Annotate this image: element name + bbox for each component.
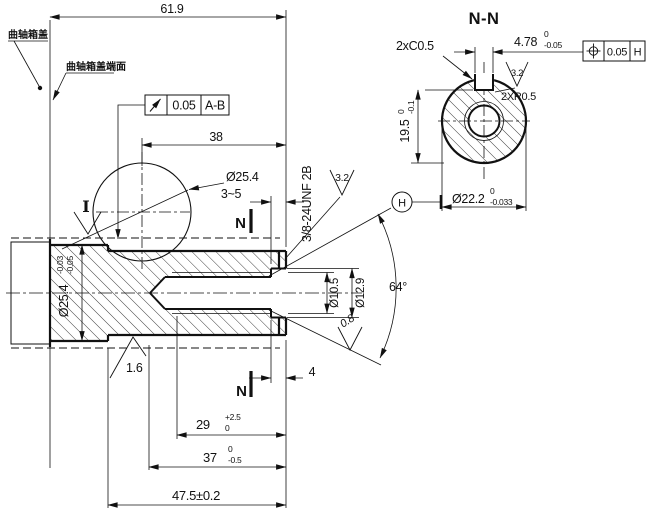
cover-label-leader bbox=[13, 40, 40, 87]
roughness-icon-cone bbox=[337, 326, 363, 351]
dim-29-up: +2.5 bbox=[225, 412, 241, 422]
thread-major-lines bbox=[172, 272, 271, 314]
dia-222-text: Ø22.2 bbox=[452, 192, 485, 206]
cone-ray-lower bbox=[268, 309, 382, 366]
dia-129-text: Ø12.9 bbox=[355, 278, 367, 308]
annotations: 曲轴箱盖 曲轴箱盖端面 61.9 38 Ø25.4 3~5 0.05 A-B N… bbox=[8, 2, 642, 503]
dim-475-text: 47.5±0.2 bbox=[172, 488, 220, 503]
dim-29-text: 29 bbox=[196, 417, 210, 432]
dia-222-up: 0 bbox=[490, 186, 495, 196]
key-width-up: 0 bbox=[544, 29, 549, 39]
section-mark-top: N bbox=[235, 215, 246, 232]
key-depth-lo: -0.1 bbox=[406, 100, 416, 114]
crankcase-cover-label: 曲轴箱盖 bbox=[8, 28, 48, 41]
ext-keydepth bbox=[411, 89, 473, 164]
position-datum-text: H bbox=[634, 47, 642, 59]
key-radius-text: 2XR0.5 bbox=[501, 91, 536, 103]
key-depth-text: 19.5 bbox=[398, 119, 412, 142]
section-mark-bottom: N bbox=[236, 383, 247, 400]
section-title: N-N bbox=[469, 10, 500, 28]
keyway-outline bbox=[474, 74, 494, 91]
thread-leader bbox=[284, 196, 341, 260]
runout-tol-text: 0.05 bbox=[172, 99, 195, 113]
position-tol-text: 0.05 bbox=[607, 47, 627, 59]
body-outline bbox=[108, 249, 288, 337]
boss-diagonal-line bbox=[61, 189, 189, 250]
aux-mark-text: I bbox=[82, 197, 89, 216]
dim-38-text: 38 bbox=[209, 130, 223, 144]
shaft-section-hatch bbox=[50, 245, 286, 341]
dia-105-text: Ø10.5 bbox=[329, 278, 341, 308]
angle-64-text: 64° bbox=[389, 280, 407, 294]
hole-minor-circle bbox=[467, 104, 501, 138]
thread-spec-text: 3/8-24UNF 2B bbox=[300, 166, 314, 242]
circular-runout-icon bbox=[149, 98, 161, 112]
roughness-cone-text: 0.8 bbox=[338, 312, 358, 331]
dim-37-lo: -0.5 bbox=[228, 455, 242, 465]
datum-h-text: H bbox=[398, 198, 406, 210]
hole-major-circle bbox=[464, 101, 504, 141]
ext-dia222 bbox=[441, 126, 527, 211]
roughness-journal-text: 1.6 bbox=[126, 361, 143, 375]
dia-journal-lo: -0.05 bbox=[65, 256, 75, 274]
key-chamfer-text: 2xC0.5 bbox=[396, 39, 434, 53]
dim-35-text: 3~5 bbox=[221, 187, 242, 201]
keyway-mask bbox=[473, 73, 495, 89]
main-view bbox=[6, 10, 443, 508]
cover-label-dot bbox=[37, 85, 43, 91]
dim-37-up: 0 bbox=[228, 444, 233, 454]
cone-ray-upper bbox=[268, 207, 392, 277]
position-frame bbox=[582, 40, 646, 62]
face-label-leader bbox=[52, 72, 67, 101]
dim-29-lo: 0 bbox=[225, 423, 230, 433]
roughness-keyway-text: 3.2 bbox=[511, 68, 523, 79]
runout-leader bbox=[115, 104, 145, 240]
dia-journal-up: -0.03 bbox=[55, 256, 65, 274]
key-chamfer-leader bbox=[442, 55, 473, 80]
dia-222-lo: -0.033 bbox=[490, 197, 513, 207]
key-width-lo: -0.05 bbox=[544, 40, 562, 50]
dim-619-text: 61.9 bbox=[160, 2, 183, 16]
dim-4-text: 4 bbox=[309, 365, 316, 379]
runout-datum-text: A-B bbox=[205, 99, 225, 113]
roughness-thread-text: 3.2 bbox=[335, 172, 349, 184]
key-width-text: 4.78 bbox=[514, 35, 537, 49]
crankcase-cover-face-label: 曲轴箱盖端面 bbox=[66, 60, 126, 73]
dia-boss-text: Ø25.4 bbox=[226, 170, 259, 184]
roughness-icon-thread bbox=[329, 169, 355, 197]
ext-dia129 bbox=[287, 268, 359, 318]
dim-37-text: 37 bbox=[203, 450, 217, 465]
dia-boss-leader bbox=[188, 182, 225, 191]
true-position-icon bbox=[586, 43, 601, 59]
key-depth-up: 0 bbox=[396, 109, 406, 114]
runout-frame bbox=[144, 94, 230, 116]
section-hatch bbox=[442, 74, 526, 163]
angle-arc-64 bbox=[377, 213, 397, 359]
dia-journal-text: Ø25.4 bbox=[57, 284, 71, 317]
aux-check-icon bbox=[73, 211, 102, 235]
section-view bbox=[411, 40, 646, 211]
journal-outline bbox=[50, 243, 110, 343]
key-radius-leader bbox=[494, 87, 516, 93]
roughness-icon-keyway bbox=[505, 61, 529, 88]
roughness-icon-journal bbox=[109, 336, 147, 379]
